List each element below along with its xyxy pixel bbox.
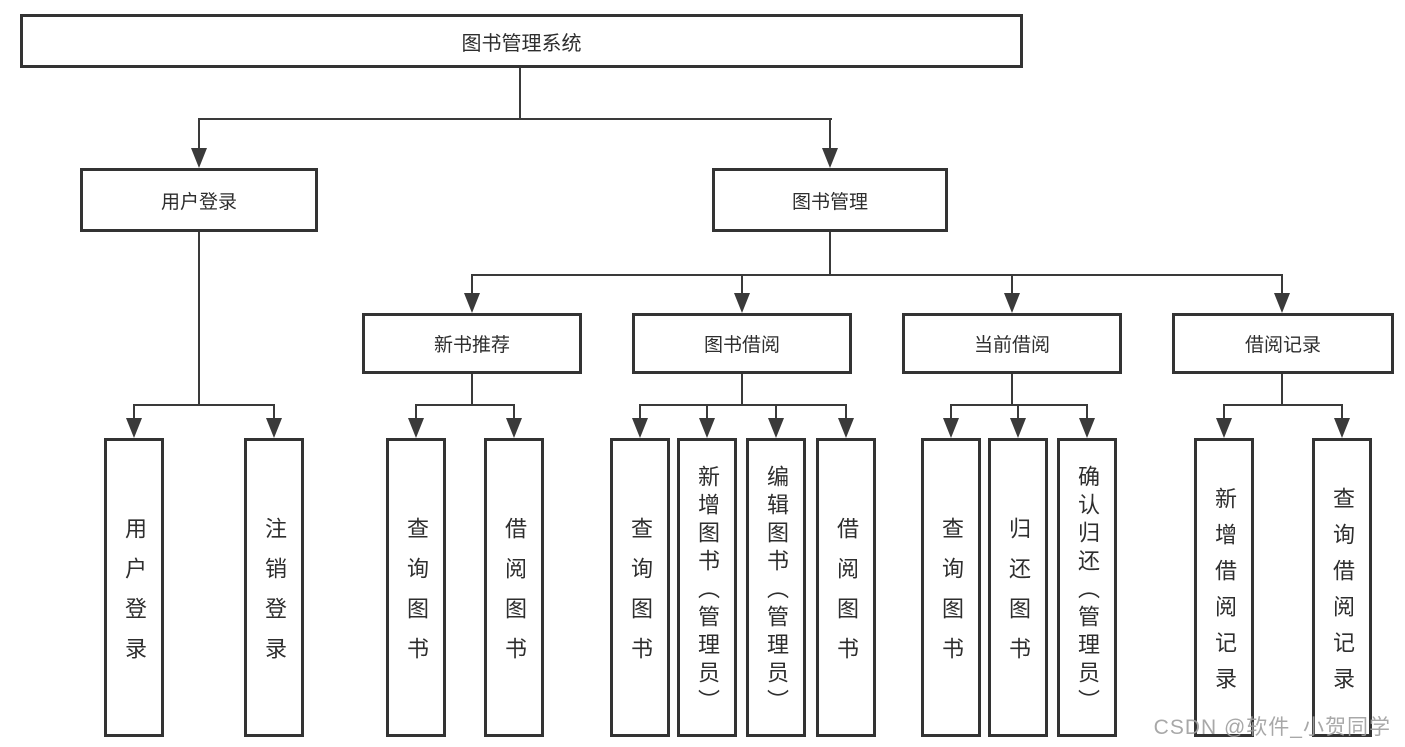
node-label: 用户登录 — [160, 191, 237, 213]
leaf-query-books-borrow: 查询图书 — [610, 438, 670, 737]
arrow-down-icon — [822, 148, 838, 168]
connector-drop-leaf — [513, 404, 515, 420]
connector-drop-borrow-records — [1281, 274, 1283, 295]
leaf-add-borrow-record: 新增借阅记录 — [1194, 438, 1254, 737]
leaf-label: 借阅图书 — [834, 516, 859, 677]
connector-drop-leaf — [415, 404, 417, 420]
arrow-down-icon — [1010, 418, 1026, 438]
connector-borrowrecord-stem — [1281, 374, 1283, 406]
leaf-label: 用户登录 — [122, 516, 147, 677]
leaf-confirm-return-admin: 确认归还（管理员） — [1057, 438, 1117, 737]
leaf-query-books-recommend: 查询图书 — [386, 438, 446, 737]
leaf-label: 新增借阅记录 — [1212, 486, 1237, 703]
node-label: 当前借阅 — [973, 335, 1050, 356]
connector-drop-leaf — [1341, 404, 1343, 420]
node-book-borrow: 图书借阅 — [632, 313, 852, 374]
node-label: 借阅记录 — [1244, 335, 1321, 356]
node-new-book-recommend: 新书推荐 — [362, 313, 582, 374]
connector-drop-leaf — [1017, 404, 1019, 420]
connector-userlogin-crossbar — [133, 404, 275, 406]
leaf-label: 查询借阅记录 — [1330, 486, 1355, 703]
connector-drop-book-borrow — [741, 274, 743, 295]
leaf-query-books-current: 查询图书 — [921, 438, 981, 737]
leaf-borrow-books: 借阅图书 — [816, 438, 876, 737]
arrow-down-icon — [191, 148, 207, 168]
node-user-login: 用户登录 — [80, 168, 318, 232]
arrow-down-icon — [1334, 418, 1350, 438]
leaf-edit-books-admin: 编辑图书（管理员） — [746, 438, 806, 737]
connector-drop-user-login — [198, 118, 200, 150]
connector-l1-crossbar — [198, 118, 832, 120]
arrow-down-icon — [1274, 293, 1290, 313]
connector-drop-new-book — [471, 274, 473, 295]
arrow-down-icon — [464, 293, 480, 313]
leaf-borrow-books-recommend: 借阅图书 — [484, 438, 544, 737]
arrow-down-icon — [266, 418, 282, 438]
connector-drop-leaf — [950, 404, 952, 420]
connector-userlogin-stem — [198, 232, 200, 406]
leaf-label: 确认归还（管理员） — [1075, 464, 1100, 717]
connector-drop-leaf — [273, 404, 275, 420]
connector-drop-leaf — [639, 404, 641, 420]
arrow-down-icon — [734, 293, 750, 313]
connector-drop-leaf — [775, 404, 777, 420]
leaf-query-borrow-record: 查询借阅记录 — [1312, 438, 1372, 737]
connector-l2-crossbar — [471, 274, 1283, 276]
leaf-add-books-admin: 新增图书（管理员） — [677, 438, 737, 737]
arrow-down-icon — [1216, 418, 1232, 438]
connector-borrowrecord-crossbar — [1223, 404, 1343, 406]
leaf-label: 注销登录 — [262, 516, 287, 677]
connector-drop-leaf — [133, 404, 135, 420]
leaf-label: 编辑图书（管理员） — [764, 464, 789, 717]
node-borrow-records: 借阅记录 — [1172, 313, 1394, 374]
connector-drop-leaf — [1223, 404, 1225, 420]
leaf-label: 查询图书 — [628, 516, 653, 677]
connector-newbook-stem — [471, 374, 473, 406]
arrow-down-icon — [126, 418, 142, 438]
node-library-system-root: 图书管理系统 — [20, 14, 1023, 68]
connector-bookborrow-stem — [741, 374, 743, 406]
leaf-logout: 注销登录 — [244, 438, 304, 737]
connector-drop-book-management — [829, 118, 831, 150]
connector-drop-leaf — [706, 404, 708, 420]
node-label: 新书推荐 — [433, 335, 510, 356]
connector-drop-current-borrow — [1011, 274, 1013, 295]
node-label: 图书管理 — [791, 191, 868, 213]
connector-newbook-crossbar — [415, 404, 515, 406]
arrow-down-icon — [943, 418, 959, 438]
leaf-label: 借阅图书 — [502, 516, 527, 677]
arrow-down-icon — [632, 418, 648, 438]
arrow-down-icon — [838, 418, 854, 438]
leaf-label: 新增图书（管理员） — [695, 464, 720, 717]
leaf-return-books: 归还图书 — [988, 438, 1048, 737]
watermark-text: CSDN @软件_小贺同学 — [1153, 716, 1391, 739]
node-label: 图书借阅 — [703, 335, 780, 356]
arrow-down-icon — [506, 418, 522, 438]
leaf-label: 查询图书 — [939, 516, 964, 677]
arrow-down-icon — [699, 418, 715, 438]
connector-drop-leaf — [1086, 404, 1088, 420]
connector-root-stem — [519, 68, 521, 120]
leaf-label: 归还图书 — [1006, 516, 1031, 677]
connector-drop-leaf — [845, 404, 847, 420]
connector-currentborrow-crossbar — [950, 404, 1088, 406]
arrow-down-icon — [1004, 293, 1020, 313]
arrow-down-icon — [408, 418, 424, 438]
node-label: 图书管理系统 — [461, 32, 582, 55]
leaf-label: 查询图书 — [404, 516, 429, 677]
connector-bookmgmt-stem — [829, 232, 831, 276]
connector-bookborrow-crossbar — [639, 404, 847, 406]
node-current-borrow: 当前借阅 — [902, 313, 1122, 374]
arrow-down-icon — [1079, 418, 1095, 438]
node-book-management: 图书管理 — [712, 168, 948, 232]
arrow-down-icon — [768, 418, 784, 438]
connector-currentborrow-stem — [1011, 374, 1013, 406]
leaf-user-login: 用户登录 — [104, 438, 164, 737]
